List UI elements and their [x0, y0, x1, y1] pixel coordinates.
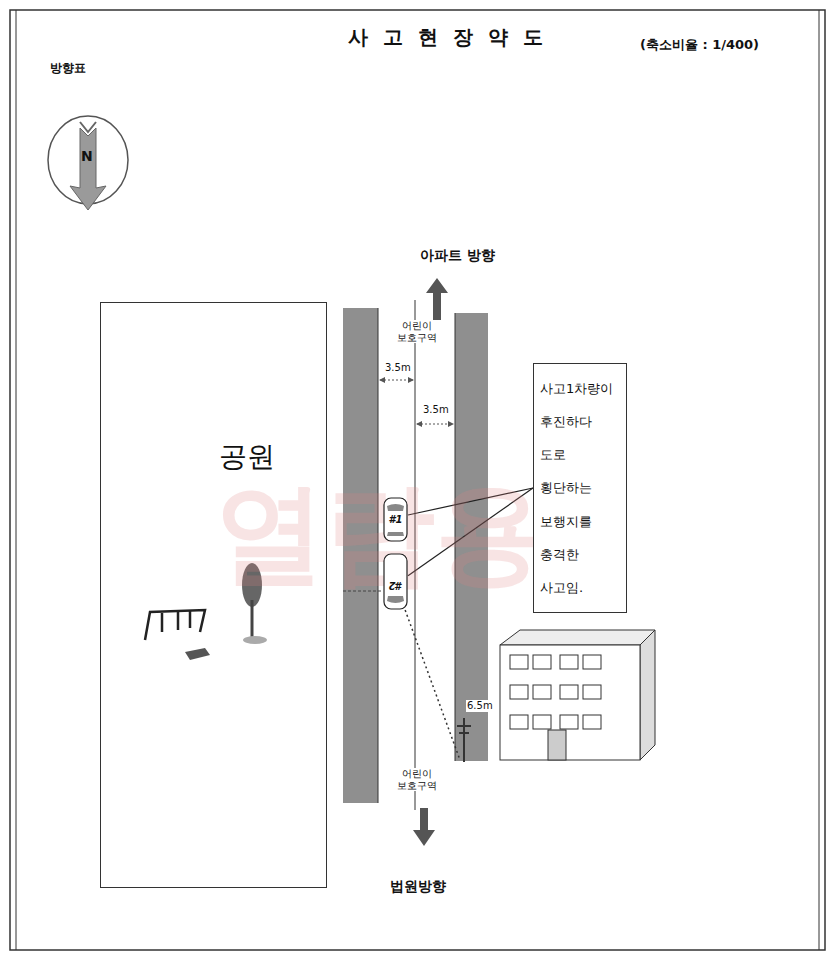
building [500, 630, 655, 760]
watermark: 열람용 [215, 470, 545, 597]
dimension-line [380, 380, 413, 381]
zone-label: 어린이 보호구역 [395, 768, 439, 791]
direction-label: 법원방향 [390, 878, 446, 894]
zone-label: 어린이 보호구역 [395, 320, 439, 343]
swing [145, 610, 205, 640]
vehicle-shape: #2 [383, 553, 408, 610]
direction-label: 아파트 방향 [420, 247, 495, 263]
callout-box: 사고1차량이 후진하다 도로 횡단하는 보행지를 충격한 사고임. [533, 363, 627, 613]
page-frame [10, 10, 825, 950]
dimension-label: 6.5m [466, 700, 494, 712]
park-area: 공원 [100, 302, 327, 888]
scale-note: (축소비율 : 1/400) [640, 38, 759, 53]
direction-arrow [413, 808, 435, 846]
dimension-label: 3.5m [422, 404, 450, 416]
vehicle-shape: #1 [383, 497, 408, 542]
frame-line [819, 10, 820, 950]
north-letter: N [81, 148, 93, 164]
callout-text: 사고1차량이 후진하다 도로 횡단하는 보행지를 충격한 사고임. [534, 364, 626, 612]
distance-line [400, 596, 460, 760]
dimension-line [417, 424, 453, 425]
frame-line [16, 10, 17, 950]
compass-arrow [70, 128, 106, 210]
dimension-label: 3.5m [384, 362, 412, 374]
bench [185, 648, 210, 660]
utility-pole [457, 718, 471, 762]
direction-arrow [426, 278, 448, 320]
vehicle-number: #1 [383, 514, 408, 525]
vehicle-number: #2 [383, 580, 408, 591]
compass-tail [80, 122, 96, 132]
area-name: 공원 [219, 438, 275, 476]
compass-title: 방향표 [50, 62, 86, 76]
